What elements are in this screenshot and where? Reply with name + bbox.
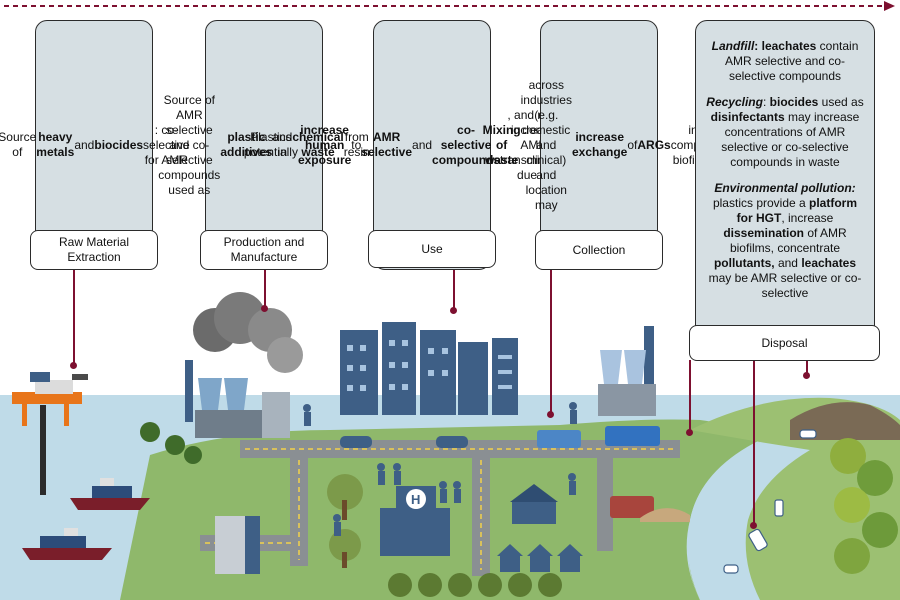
connector-disposal-left [689,360,691,432]
houses-icon [497,544,583,572]
garbage-truck-icon [605,426,660,446]
connector-collection [550,268,552,414]
connector-dot-disposal-right [803,372,810,379]
port-icon [215,516,260,574]
connector-dot-disposal-left [686,429,693,436]
raw-material-extraction-card: Source of heavy metals and biocides: co-… [0,20,190,270]
people-icon [303,402,577,536]
use-label: Use [368,230,496,268]
collection-label: Collection [535,230,663,270]
connector-dot-disposal-mid [750,522,757,529]
connector-dot-production [261,305,268,312]
car-icon [340,436,372,448]
connector-production [264,268,266,308]
ship-icon [70,478,150,510]
school-icon [510,484,558,524]
connector-disposal-mid [753,360,755,525]
disposal-text: Landfill: leachates contain AMR selectiv… [704,39,866,312]
disposal-pollution-text: Environmental pollution: plastics provid… [708,181,862,300]
plastic-bottle-icon [723,429,817,574]
factory-icon [185,292,303,438]
raw-material-extraction-label: Raw Material Extraction [30,230,158,270]
connector-disposal-right [806,360,808,375]
disposal-label: Disposal [689,325,880,361]
garbage-truck-icon [537,430,581,448]
oil-rig-icon [12,372,88,495]
garbage-truck-icon [610,496,654,518]
disposal-card: Landfill: leachates contain AMR selectiv… [695,20,875,360]
connector-use [453,266,455,310]
connector-dot-use [450,307,457,314]
svg-text:H: H [411,492,420,507]
disposal-landfill-text: Landfill: leachates contain AMR selectiv… [711,39,859,83]
connector-raw [73,268,75,365]
city-buildings-icon [340,322,518,415]
connector-dot-collection [547,411,554,418]
connector-dot-raw [70,362,77,369]
car-icon [436,436,468,448]
hospital-icon: H [380,486,450,556]
recycling-plant-icon [598,326,656,416]
disposal-recycling-text: Recycling: biocides used as disinfectant… [706,95,864,169]
landfill-icon [640,402,900,522]
production-manufacture-label: Production and Manufacture [200,230,328,270]
timeline-arrow [4,1,895,11]
collection-card: Mixing of waste across industries (e.g. … [483,20,715,270]
ship-icon [22,528,112,560]
trees-icon [140,422,898,597]
river [687,442,810,600]
production-manufacture-card: Source of AMR selective and co-selective… [158,20,370,270]
